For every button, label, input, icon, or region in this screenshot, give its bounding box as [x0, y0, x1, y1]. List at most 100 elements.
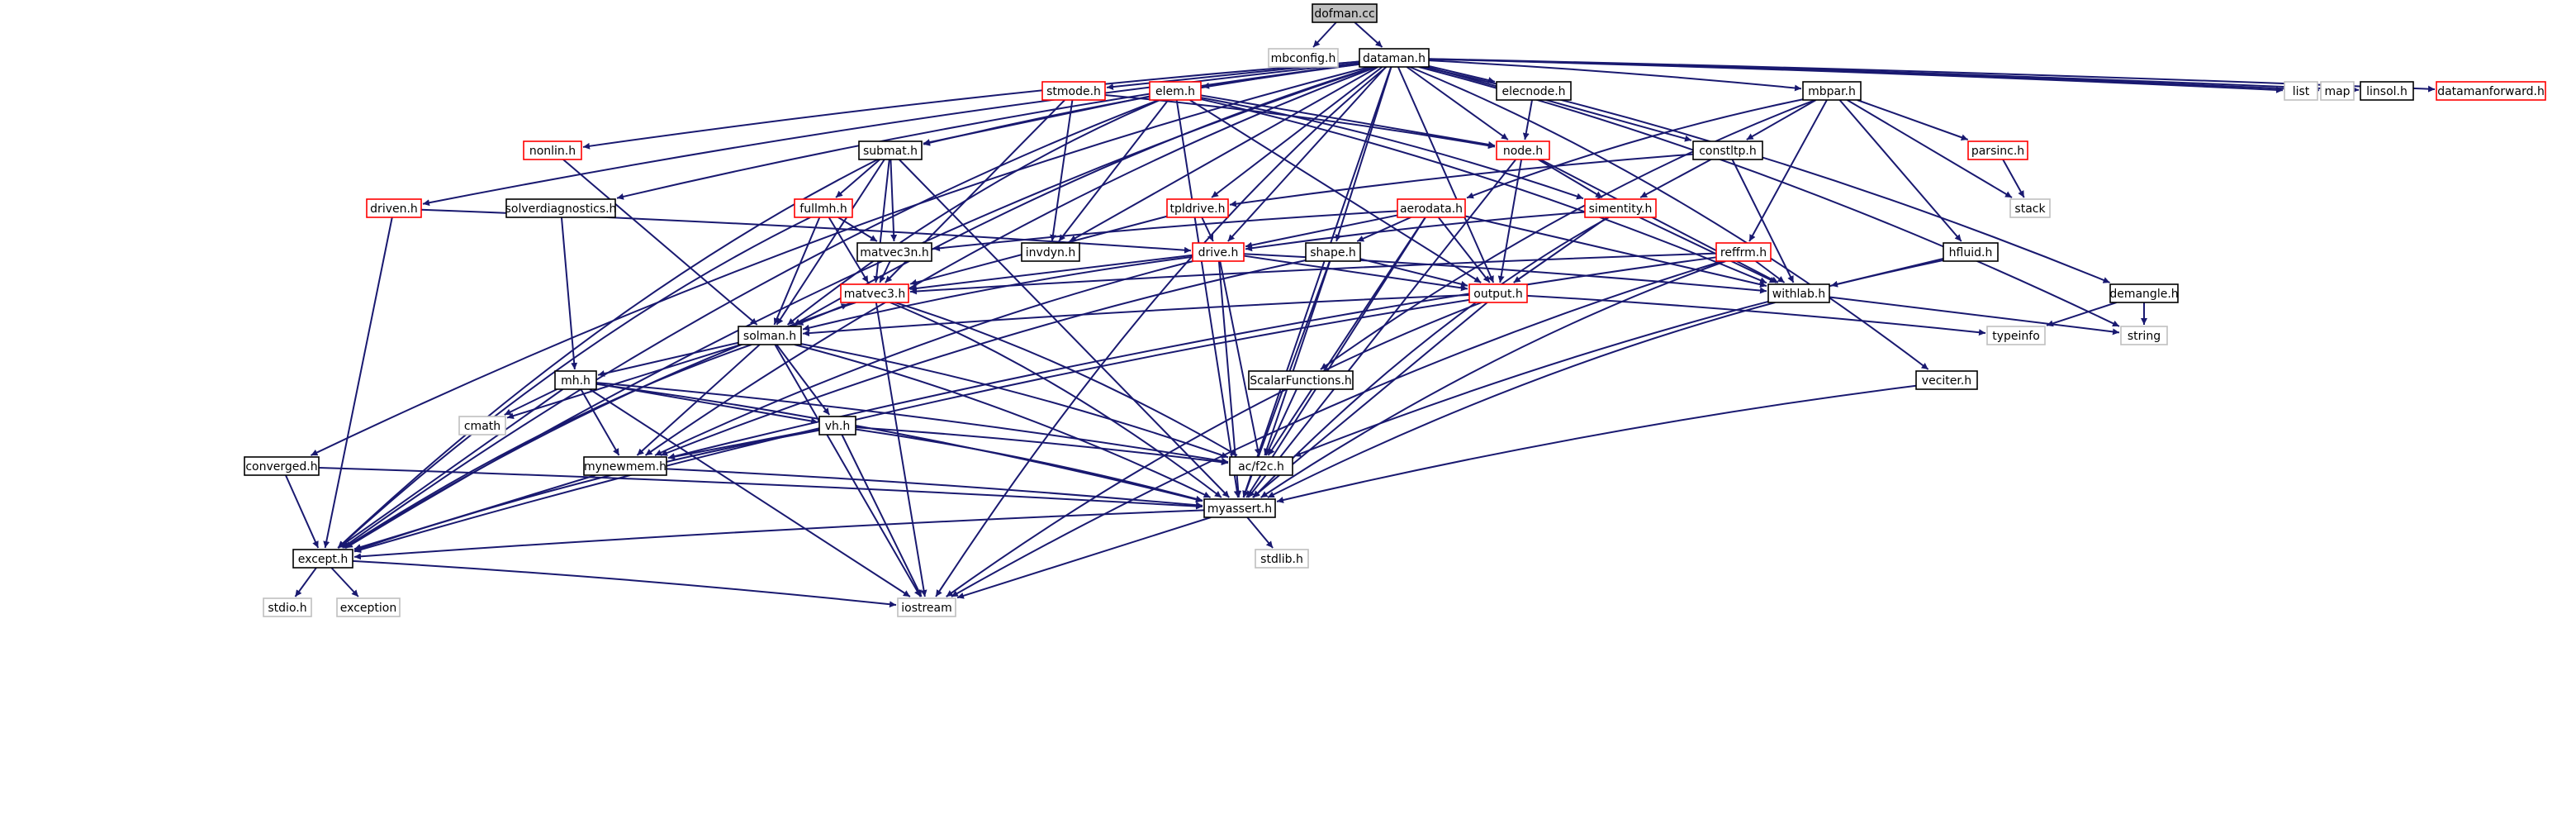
- edge-dataman-h-to-drive-h: [1227, 66, 1387, 242]
- edge-stmode-h-to-node-h: [1104, 94, 1496, 150]
- node-string[interactable]: string: [2120, 326, 2168, 345]
- node-output-h[interactable]: output.h: [1468, 283, 1528, 303]
- node-cmath[interactable]: cmath: [458, 416, 506, 436]
- node-aerodata-h[interactable]: aerodata.h: [1397, 198, 1466, 218]
- node-simentity-h[interactable]: simentity.h: [1584, 198, 1657, 218]
- node-box: [2120, 326, 2168, 345]
- node-label: list: [2293, 85, 2310, 98]
- edge-withlab-h-to-string: [1829, 296, 2120, 336]
- node-box: [1192, 242, 1245, 262]
- edge-myassert-h-to-stdlib-h: [1246, 516, 1274, 549]
- edge-drive-h-to-mynewmem-h: [654, 260, 1193, 456]
- node-box: [1496, 81, 1572, 101]
- edge-reffrm-h-to-matvec3-h: [909, 252, 1717, 295]
- node-matvec3n-h[interactable]: matvec3n.h: [856, 242, 932, 262]
- edge-elem-h-to-except-h: [342, 99, 1160, 549]
- edge-reffrm-h-to-iostream: [951, 260, 1723, 597]
- node-exception[interactable]: exception: [336, 597, 401, 617]
- node-elem-h[interactable]: elem.h: [1149, 81, 1202, 101]
- node-node-h[interactable]: node.h: [1496, 140, 1550, 160]
- node-mh-h[interactable]: mh.h: [554, 370, 597, 390]
- node-tpldrive-h[interactable]: tpldrive.h: [1166, 198, 1229, 218]
- node-list[interactable]: list: [2284, 81, 2318, 101]
- node-box: [1268, 48, 1339, 68]
- node-box: [1915, 370, 1978, 390]
- node-box: [263, 597, 312, 617]
- node-invdyn-h[interactable]: invdyn.h: [1021, 242, 1080, 262]
- node-iostream[interactable]: iostream: [897, 597, 956, 617]
- node-scalarfunctions-h[interactable]: ScalarFunctions.h: [1248, 370, 1354, 390]
- edge-output-h-to-typeinfo: [1526, 294, 1986, 336]
- edge-drive-h-to-ac-f2c-h: [1219, 260, 1261, 456]
- edge-mynewmem-h-to-except-h: [353, 474, 596, 550]
- edge-mh-h-to-iostream: [589, 388, 911, 597]
- node-stdlib-h[interactable]: stdlib.h: [1255, 549, 1309, 569]
- edge-dataman-h-to-constltp-h: [1426, 66, 1692, 142]
- node-label: solman.h: [743, 330, 796, 343]
- node-veciter-h[interactable]: veciter.h: [1915, 370, 1978, 390]
- node-box: [505, 198, 616, 218]
- node-stdio-h[interactable]: stdio.h: [263, 597, 312, 617]
- edge-elem-h-to-submat-h: [923, 95, 1150, 145]
- node-parsinc-h[interactable]: parsinc.h: [1967, 140, 2028, 160]
- node-mbconfig-h[interactable]: mbconfig.h: [1268, 48, 1339, 68]
- node-label: string: [2128, 330, 2161, 343]
- edge-hfluid-h-to-ac-f2c-h: [1293, 259, 1944, 457]
- node-box: [523, 140, 582, 160]
- edge-elem-h-to-withlab-h: [1200, 98, 1767, 284]
- edge-node-h-to-simentity-h: [1538, 159, 1603, 198]
- edge-dataman-h-to-iostream: [935, 66, 1388, 597]
- node-typeinfo[interactable]: typeinfo: [1986, 326, 2046, 345]
- node-label: vh.h: [825, 420, 850, 433]
- node-dataman-h[interactable]: dataman.h: [1359, 48, 1430, 68]
- edge-mh-h-to-ac-f2c-h: [595, 382, 1229, 464]
- edge-matvec3n-h-to-matvec3-h: [879, 260, 891, 283]
- node-box: [1021, 242, 1080, 262]
- edge-parsinc-h-to-stack: [2002, 159, 2025, 198]
- node-demangle-h[interactable]: demangle.h: [2109, 283, 2179, 303]
- edge-output-h-to-iostream: [946, 302, 1483, 597]
- node-reffrm-h[interactable]: reffrm.h: [1715, 242, 1772, 262]
- edge-shape-h-to-ac-f2c-h: [1264, 260, 1331, 456]
- node-dofman-cc[interactable]: dofman.cc: [1312, 3, 1378, 23]
- node-solverdiagnostics-h[interactable]: solverdiagnostics.h: [505, 198, 617, 218]
- node-elecnode-h[interactable]: elecnode.h: [1496, 81, 1572, 101]
- node-mbpar-h[interactable]: mbpar.h: [1802, 81, 1862, 101]
- node-except-h[interactable]: except.h: [292, 549, 353, 569]
- node-mynewmem-h[interactable]: mynewmem.h: [583, 456, 667, 476]
- edge-solman-h-to-mynewmem-h: [636, 344, 761, 456]
- node-solman-h[interactable]: solman.h: [738, 326, 802, 345]
- node-drive-h[interactable]: drive.h: [1192, 242, 1245, 262]
- node-constltp-h[interactable]: constltp.h: [1692, 140, 1763, 160]
- node-datamanforward-h[interactable]: datamanforward.h: [2436, 81, 2546, 101]
- node-map[interactable]: map: [2320, 81, 2355, 101]
- node-hfluid-h[interactable]: hfluid.h: [1943, 242, 1999, 262]
- node-myassert-h[interactable]: myassert.h: [1203, 498, 1276, 518]
- node-linsol-h[interactable]: linsol.h: [2360, 81, 2414, 101]
- node-fullmh-h[interactable]: fullmh.h: [794, 198, 853, 218]
- node-label: submat.h: [863, 145, 918, 158]
- node-stack[interactable]: stack: [2009, 198, 2051, 218]
- edge-aerodata-h-to-withlab-h: [1464, 215, 1767, 288]
- node-vh-h[interactable]: vh.h: [818, 416, 856, 436]
- node-box: [840, 283, 909, 303]
- node-label: node.h: [1503, 145, 1543, 158]
- node-box: [1692, 140, 1763, 160]
- node-box: [2009, 198, 2051, 218]
- node-submat-h[interactable]: submat.h: [858, 140, 923, 160]
- node-shape-h[interactable]: shape.h: [1305, 242, 1361, 262]
- edge-node-h-to-output-h: [1497, 159, 1523, 283]
- node-nonlin-h[interactable]: nonlin.h: [523, 140, 582, 160]
- node-stmode-h[interactable]: stmode.h: [1041, 81, 1106, 101]
- node-withlab-h[interactable]: withlab.h: [1767, 283, 1830, 303]
- node-driven-h[interactable]: driven.h: [366, 198, 422, 218]
- node-converged-h[interactable]: converged.h: [244, 456, 320, 476]
- node-label: stack: [2014, 202, 2046, 216]
- edge-mh-h-to-except-h: [337, 388, 563, 549]
- node-label: mh.h: [561, 374, 591, 388]
- node-label: invdyn.h: [1026, 246, 1075, 259]
- node-matvec3-h[interactable]: matvec3.h: [840, 283, 909, 303]
- node-label: demangle.h: [2109, 288, 2178, 301]
- node-ac-f2c-h[interactable]: ac/f2c.h: [1229, 456, 1293, 476]
